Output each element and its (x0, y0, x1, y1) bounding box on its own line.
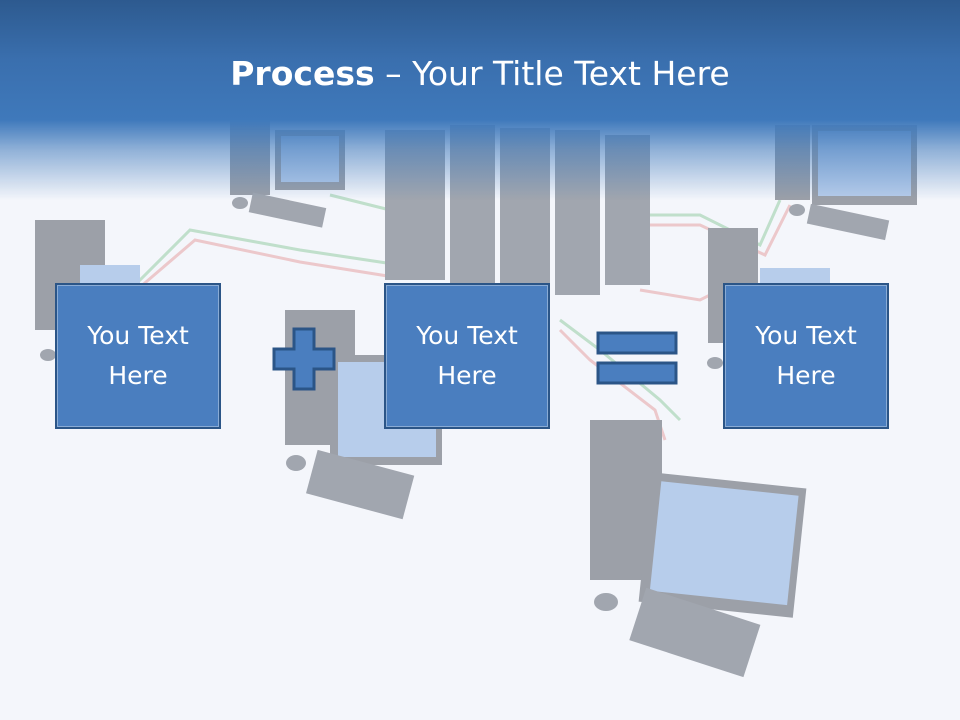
process-box-3[interactable]: You Text Here (723, 283, 889, 429)
slide-title[interactable]: Process – Your Title Text Here (0, 52, 960, 96)
plus-icon (272, 327, 336, 391)
process-box-1[interactable]: You Text Here (55, 283, 221, 429)
equals-icon (596, 331, 678, 385)
process-box-3-label: You Text Here (755, 321, 857, 390)
process-box-1-label: You Text Here (87, 321, 189, 390)
title-rest-text: – Your Title Text Here (374, 54, 730, 93)
process-box-2[interactable]: You Text Here (384, 283, 550, 429)
process-box-2-label: You Text Here (416, 321, 518, 390)
header-band (0, 0, 960, 200)
title-bold-text: Process (230, 54, 375, 93)
